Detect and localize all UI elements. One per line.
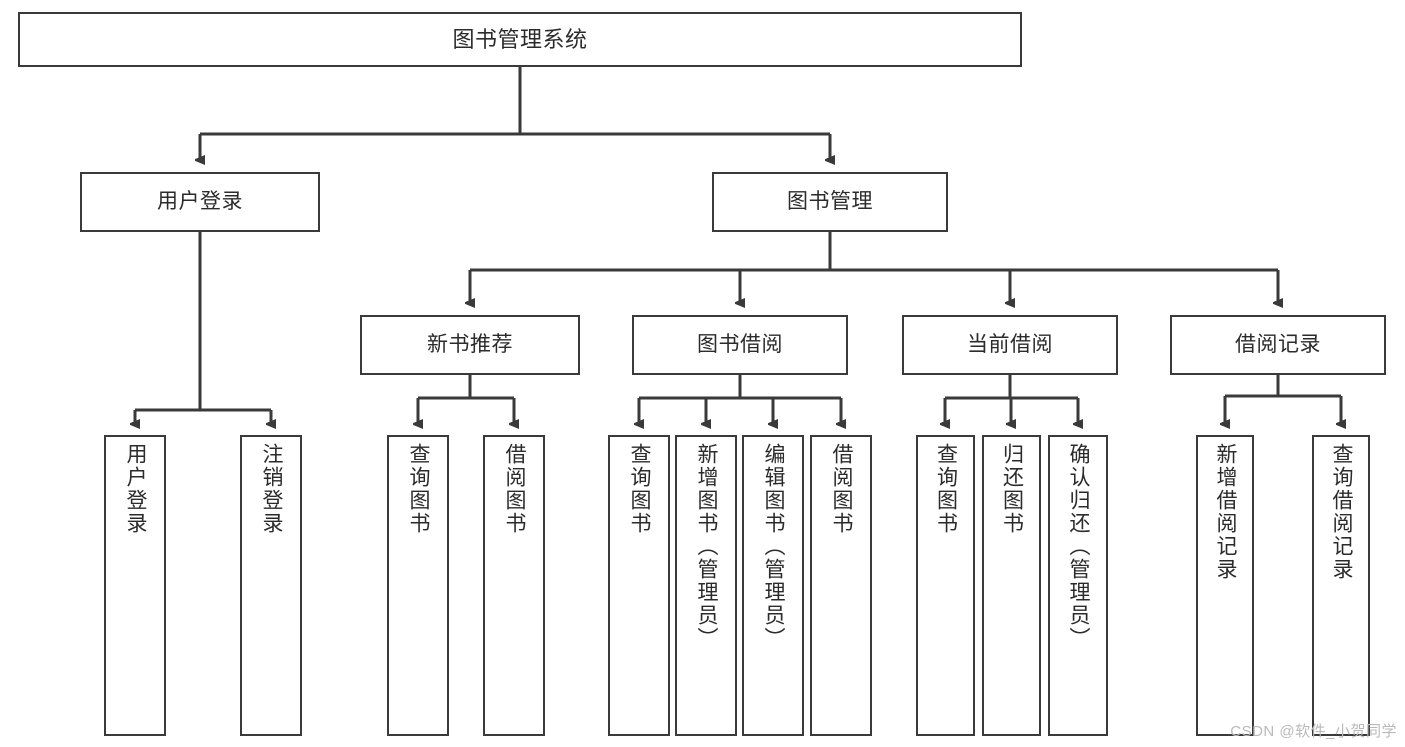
node-leaf-query-record-label: 查询借阅记录 [1330,443,1354,581]
node-user-login[interactable]: 用户登录 [80,172,320,232]
node-leaf-query-book-cur-label: 查询图书 [934,443,958,535]
node-leaf-query-record[interactable]: 查询借阅记录 [1312,435,1370,736]
node-leaf-borrow-book[interactable]: 借阅图书 [810,435,872,736]
node-leaf-return-book[interactable]: 归还图书 [982,435,1041,736]
node-leaf-borrow-book-label: 借阅图书 [830,443,854,535]
node-leaf-borrow-book-rec-label: 借阅图书 [503,443,527,535]
watermark: CSDN @软件_小贺同学 [1230,723,1397,740]
node-book-manage-label: 图书管理 [787,189,873,213]
node-leaf-add-book-label: 新增图书（管理员） [695,443,719,650]
node-leaf-query-book-cur[interactable]: 查询图书 [916,435,975,736]
node-leaf-user-login-label: 用户登录 [124,443,148,535]
node-leaf-edit-book-label: 编辑图书（管理员） [762,443,786,650]
node-current-borrow-label: 当前借阅 [967,332,1053,356]
node-book-borrow[interactable]: 图书借阅 [632,315,848,375]
node-leaf-query-book-rec-label: 查询图书 [407,443,431,535]
node-borrow-record[interactable]: 借阅记录 [1170,315,1386,375]
node-leaf-confirm-return[interactable]: 确认归还（管理员） [1048,435,1108,736]
node-user-login-label: 用户登录 [157,189,243,213]
node-new-book-recommend[interactable]: 新书推荐 [360,315,580,375]
node-borrow-record-label: 借阅记录 [1235,332,1321,356]
node-leaf-add-record[interactable]: 新增借阅记录 [1196,435,1254,736]
node-leaf-add-record-label: 新增借阅记录 [1214,443,1238,581]
node-leaf-user-login[interactable]: 用户登录 [104,435,166,736]
node-book-manage[interactable]: 图书管理 [712,172,948,232]
node-leaf-edit-book[interactable]: 编辑图书（管理员） [742,435,804,736]
node-leaf-query-book-rec[interactable]: 查询图书 [387,435,449,736]
node-root[interactable]: 图书管理系统 [18,12,1022,67]
node-current-borrow[interactable]: 当前借阅 [902,315,1118,375]
node-leaf-add-book[interactable]: 新增图书（管理员） [675,435,737,736]
node-leaf-query-book-borrow-label: 查询图书 [628,443,652,535]
node-leaf-logout[interactable]: 注销登录 [240,435,302,736]
node-leaf-query-book-borrow[interactable]: 查询图书 [608,435,670,736]
node-leaf-confirm-return-label: 确认归还（管理员） [1067,443,1091,650]
node-book-borrow-label: 图书借阅 [697,332,783,356]
node-leaf-return-book-label: 归还图书 [1000,443,1024,535]
node-leaf-logout-label: 注销登录 [260,443,284,535]
node-root-label: 图书管理系统 [452,26,588,52]
node-new-book-recommend-label: 新书推荐 [427,332,513,356]
node-leaf-borrow-book-rec[interactable]: 借阅图书 [483,435,545,736]
